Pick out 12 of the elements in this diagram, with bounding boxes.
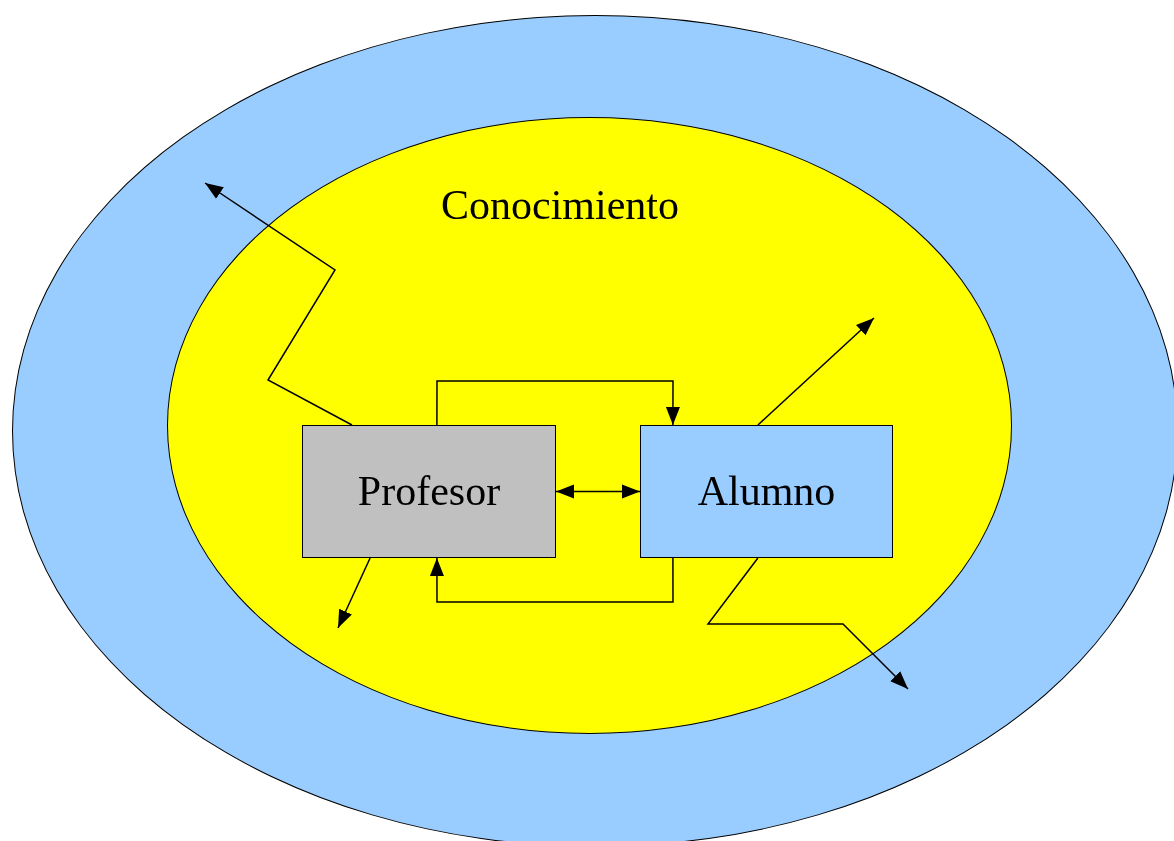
arrow bbox=[337, 557, 371, 629]
node-label: Profesor bbox=[356, 469, 502, 512]
arrow bbox=[757, 317, 875, 426]
arrow bbox=[436, 380, 680, 426]
arrow bbox=[706, 557, 909, 690]
arrow bbox=[204, 182, 353, 426]
node-label: Alumno bbox=[696, 469, 837, 512]
node-label: Conocimiento bbox=[441, 184, 679, 226]
student-box bbox=[640, 425, 893, 558]
arrow bbox=[555, 484, 641, 499]
teacher-box bbox=[302, 425, 556, 558]
arrow bbox=[429, 557, 674, 603]
